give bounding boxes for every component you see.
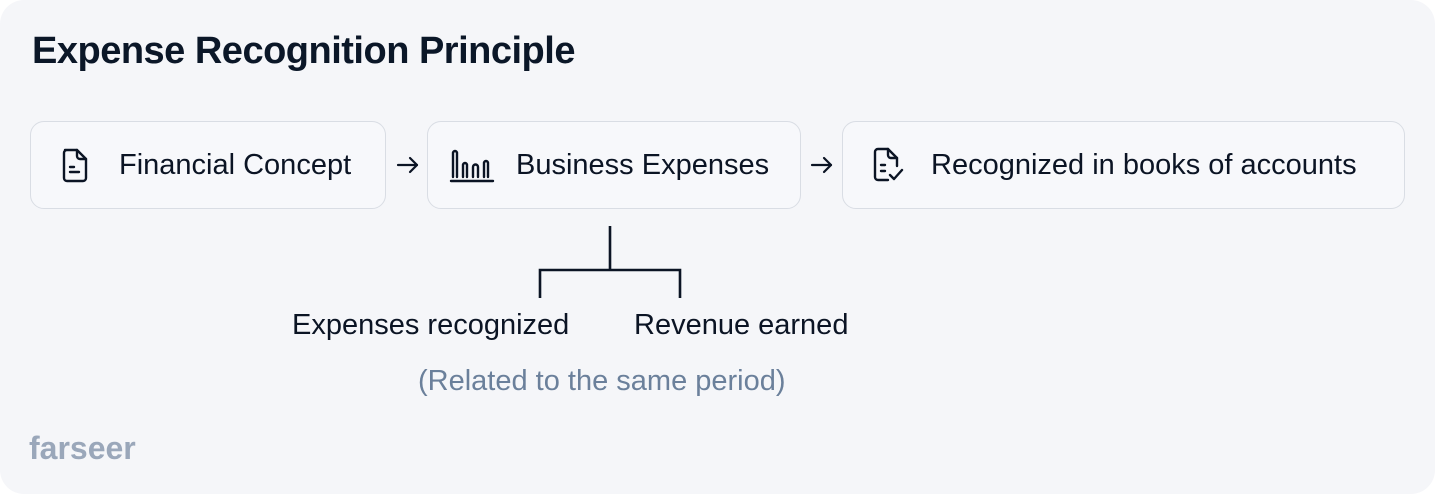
branch-revenue-earned: Revenue earned bbox=[634, 309, 849, 341]
branch-expenses-recognized: Expenses recognized bbox=[292, 309, 570, 341]
arrow-right-icon bbox=[807, 150, 837, 180]
step-label: Financial Concept bbox=[119, 148, 352, 181]
document-check-icon bbox=[867, 145, 907, 185]
bar-chart-icon bbox=[448, 145, 496, 185]
step-recognized-in-books: Recognized in books of accounts bbox=[842, 121, 1405, 209]
document-icon bbox=[55, 145, 95, 185]
step-financial-concept: Financial Concept bbox=[30, 121, 386, 209]
farseer-logo: farseer bbox=[29, 430, 136, 466]
same-period-note: (Related to the same period) bbox=[418, 365, 786, 397]
step-label: Recognized in books of accounts bbox=[931, 148, 1357, 181]
step-label: Business Expenses bbox=[516, 148, 770, 181]
diagram-title: Expense Recognition Principle bbox=[32, 30, 575, 72]
step-business-expenses: Business Expenses bbox=[427, 121, 801, 209]
branch-connector bbox=[538, 226, 682, 298]
arrow-right-icon bbox=[393, 150, 423, 180]
